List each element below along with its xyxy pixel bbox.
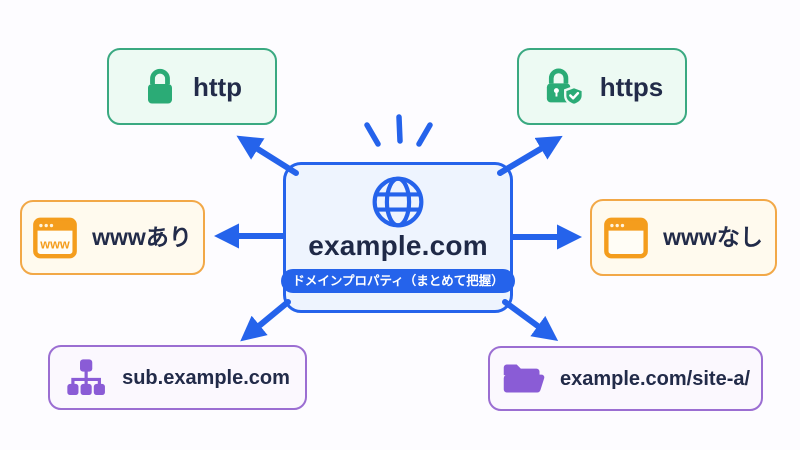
- node-http: http: [107, 48, 277, 125]
- browser-www-text: www: [39, 237, 70, 251]
- arrow-to-subdomain: [240, 299, 291, 342]
- globe-icon: [370, 174, 426, 230]
- node-label: example.com/site-a/: [559, 367, 751, 390]
- node-subdomain: sub.example.com: [48, 345, 307, 410]
- domain-property-badge: ドメインプロパティ（まとめて把握）: [281, 268, 515, 294]
- domain-name: example.com: [308, 230, 488, 261]
- lock-shield-check-icon: [541, 67, 585, 107]
- node-www-with: www wwwあり: [20, 200, 205, 275]
- browser-icon: [604, 217, 649, 259]
- browser-www-icon: www: [33, 217, 78, 259]
- node-label: wwwなし: [663, 224, 763, 250]
- node-label: http: [192, 71, 243, 102]
- node-label: sub.example.com: [122, 366, 290, 389]
- node-www-without: wwwなし: [590, 199, 777, 276]
- lock-icon: [142, 67, 178, 107]
- arrow-to-subdirectory: [502, 299, 559, 341]
- folder-icon: [501, 360, 545, 397]
- node-subdirectory: example.com/site-a/: [488, 346, 763, 411]
- center-domain-box: example.com ドメインプロパティ（まとめて把握）: [281, 162, 515, 313]
- node-https: https: [517, 48, 687, 125]
- node-label: https: [599, 71, 664, 102]
- node-label: wwwあり: [92, 224, 192, 250]
- sitemap-icon: [65, 358, 107, 397]
- emphasis-sparkle-icon: [364, 114, 433, 147]
